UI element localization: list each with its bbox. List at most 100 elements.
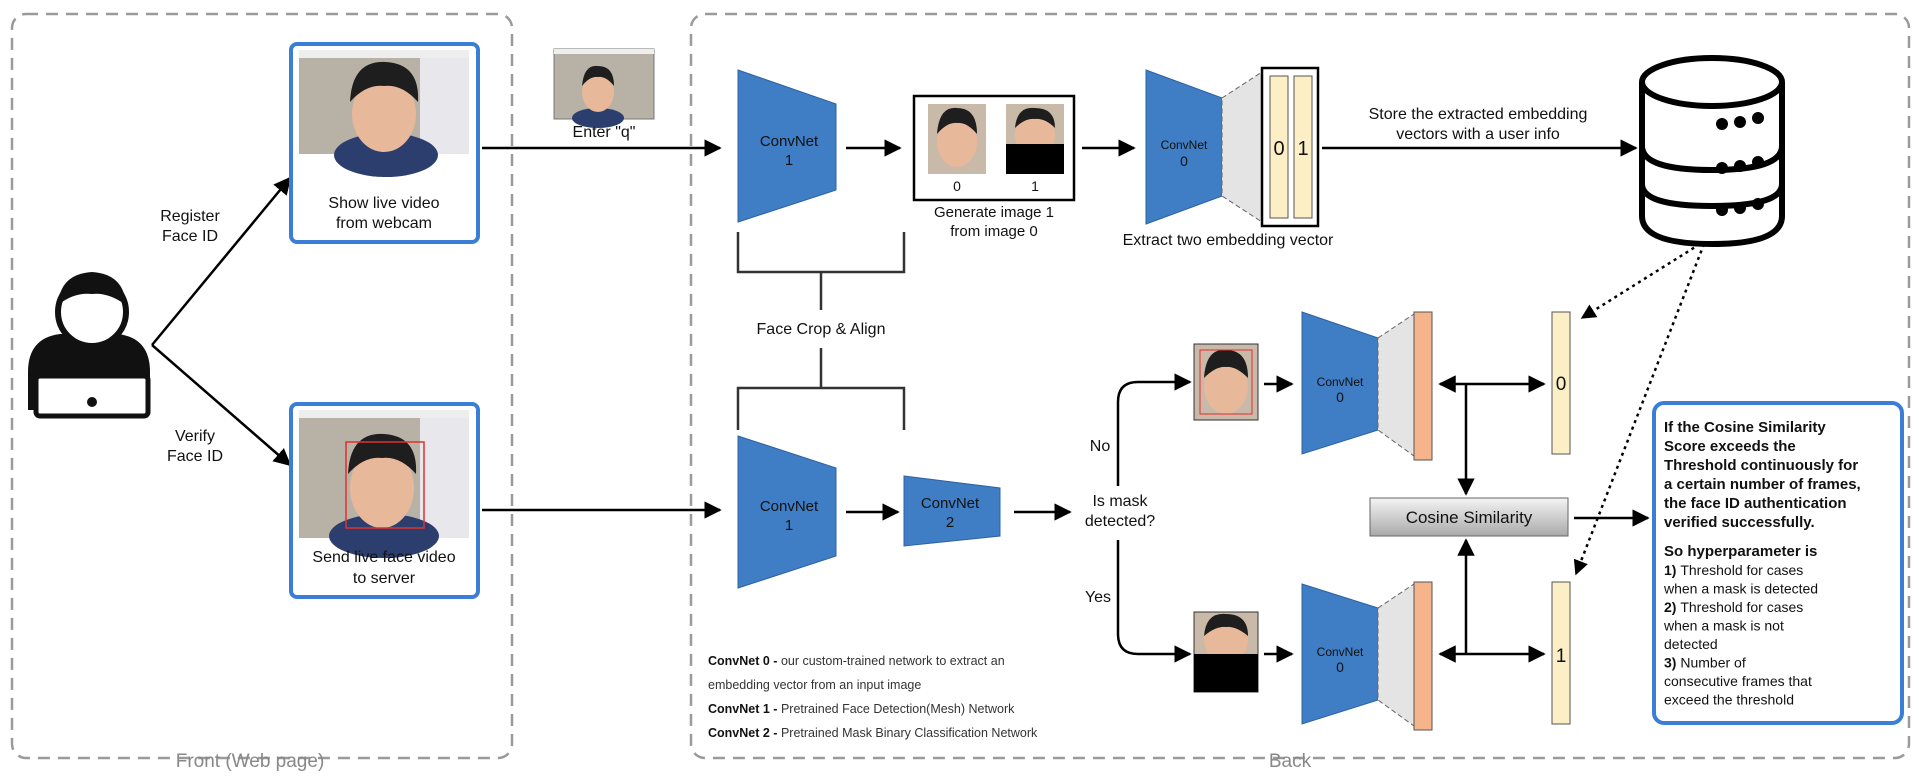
- legend-line: ConvNet 1 - Pretrained Face Detection(Me…: [708, 702, 1015, 716]
- is-mask-label-line1: Is mask: [1092, 493, 1148, 510]
- convnet0-nomask: ConvNet 0: [1301, 311, 1433, 461]
- hyperparameter-title: So hyperparameter is: [1664, 543, 1817, 560]
- hyperparameter-item-text: when a mask is detected: [1663, 581, 1818, 597]
- face-crop-align-bracket: [736, 232, 906, 430]
- stored-vector-0: 0: [1551, 311, 1571, 455]
- hyperparameter-item-text: when a mask is not: [1663, 618, 1784, 634]
- generate-caption-line1: Generate image 1: [934, 204, 1054, 221]
- convnet1-top: ConvNet 1: [737, 69, 837, 223]
- store-caption-line1: Store the extracted embedding: [1369, 106, 1588, 123]
- image-index-1: 1: [1031, 178, 1039, 194]
- legend: ConvNet 0 - our custom-trained network t…: [708, 654, 1038, 740]
- webcam-caption-line1: Show live video: [328, 195, 439, 212]
- convnet0-mask: ConvNet 0: [1301, 581, 1433, 731]
- is-mask-label-line2: detected?: [1085, 513, 1155, 530]
- embedding-vector-1-label: 1: [1297, 138, 1308, 160]
- image-index-0: 0: [953, 178, 961, 194]
- generated-images-box: 0 1: [912, 94, 1076, 202]
- front-region: [10, 12, 514, 760]
- register-label-line1: Register: [160, 208, 220, 225]
- legend-name: ConvNet 0 -: [708, 654, 781, 668]
- result-line: If the Cosine Similarity: [1664, 419, 1826, 436]
- hyperparameter-item-number: 1): [1664, 562, 1680, 578]
- yes-branch-arrow: [1116, 540, 1192, 663]
- enter-q-label: Enter "q": [573, 124, 636, 141]
- convnet0-register-label1: ConvNet: [1161, 138, 1208, 152]
- send-caption-line1: Send live face video: [312, 549, 455, 566]
- hyperparameter-item-line: 2) Threshold for cases: [1664, 599, 1803, 615]
- generate-caption-line2: from image 0: [950, 223, 1038, 240]
- user-icon: [28, 272, 151, 419]
- hyperparameter-item-text: exceed the threshold: [1664, 692, 1794, 708]
- hyperparameter-item-text: consecutive frames that: [1664, 673, 1812, 689]
- hyperparameter-item-line: 1) Threshold for cases: [1664, 562, 1803, 578]
- hyperparameter-item-line: when a mask is not: [1663, 618, 1784, 634]
- stored-vector-1-label: 1: [1556, 646, 1567, 667]
- verify-arrow: [151, 344, 292, 467]
- no-branch-arrow: [1116, 373, 1192, 486]
- legend-desc: our custom-trained network to extract an: [781, 654, 1005, 668]
- result-line: Threshold continuously for: [1664, 457, 1858, 474]
- webcam-caption-line2: from webcam: [336, 215, 432, 232]
- register-arrow: [151, 176, 292, 346]
- send-caption-line2: to server: [353, 570, 416, 587]
- hyperparameter-item-text: Number of: [1680, 655, 1745, 671]
- embedding-vector-0-label: 0: [1273, 138, 1284, 160]
- convnet1-top-label1: ConvNet: [760, 133, 819, 150]
- convnet0-register-label2: 0: [1180, 153, 1188, 169]
- result-line: a certain number of frames,: [1664, 476, 1861, 493]
- hyperparameter-item-line: consecutive frames that: [1664, 673, 1812, 689]
- extract-caption: Extract two embedding vector: [1123, 232, 1334, 249]
- convnet0-mask-label2: 0: [1336, 659, 1344, 675]
- convnet2-label2: 2: [946, 514, 954, 531]
- result-line: Score exceeds the: [1664, 438, 1796, 455]
- hyperparameter-item-text: detected: [1664, 636, 1718, 652]
- webcam-box: Show live video from webcam: [289, 42, 480, 244]
- legend-desc: Pretrained Face Detection(Mesh) Network: [781, 702, 1015, 716]
- stored-vector-0-label: 0: [1556, 374, 1567, 395]
- hyperparameter-item-line: detected: [1664, 636, 1718, 652]
- convnet1-top-label2: 1: [785, 152, 793, 169]
- result-line: verified successfully.: [1664, 514, 1815, 531]
- database-icon: [1639, 55, 1785, 248]
- stored-vector-1: 1: [1551, 581, 1571, 725]
- hyperparameter-item-line: exceed the threshold: [1664, 692, 1794, 708]
- mask-face-image: [1193, 611, 1259, 693]
- legend-line: embedding vector from an input image: [708, 678, 921, 692]
- snapshot-thumbnail: [553, 48, 655, 128]
- legend-name: ConvNet 2 -: [708, 726, 781, 740]
- yes-label: Yes: [1085, 589, 1111, 606]
- register-label-line2: Face ID: [162, 228, 218, 245]
- legend-line: ConvNet 2 - Pretrained Mask Binary Class…: [708, 726, 1038, 740]
- cosine-similarity-box: Cosine Similarity: [1369, 497, 1569, 537]
- convnet1-bottom-label1: ConvNet: [760, 498, 819, 515]
- hyperparameter-item-number: 3): [1664, 655, 1680, 671]
- convnet2-label1: ConvNet: [921, 495, 980, 512]
- hyperparameter-item-number: 2): [1664, 599, 1680, 615]
- back-region-label: Back: [1269, 751, 1312, 772]
- convnet0-nomask-label1: ConvNet: [1317, 375, 1364, 389]
- no-label: No: [1090, 438, 1111, 455]
- convnet1-bottom: ConvNet 1: [737, 435, 837, 589]
- legend-desc: embedding vector from an input image: [708, 678, 921, 692]
- front-region-label: Front (Web page): [176, 751, 325, 772]
- store-caption-line2: vectors with a user info: [1396, 126, 1560, 143]
- convnet0-mask-label1: ConvNet: [1317, 645, 1364, 659]
- convnet0-register: ConvNet 0 0 1: [1145, 66, 1320, 228]
- cosine-similarity-label: Cosine Similarity: [1406, 508, 1533, 527]
- verify-label-line2: Face ID: [167, 448, 223, 465]
- legend-desc: Pretrained Mask Binary Classification Ne…: [781, 726, 1038, 740]
- convnet2: ConvNet 2: [903, 475, 1001, 547]
- convnet0-nomask-label2: 0: [1336, 389, 1344, 405]
- hyperparameter-item-text: Threshold for cases: [1680, 599, 1803, 615]
- convnet1-bottom-label2: 1: [785, 517, 793, 534]
- result-line: the face ID authentication: [1664, 495, 1847, 512]
- hyperparameter-item-line: when a mask is detected: [1663, 581, 1818, 597]
- back-region: [689, 12, 1911, 760]
- verify-label-line1: Verify: [175, 428, 215, 445]
- send-video-box: Send live face video to server: [289, 402, 480, 599]
- hyperparameter-item-text: Threshold for cases: [1680, 562, 1803, 578]
- db-to-vector0-dotted-arrow: [1580, 242, 1701, 320]
